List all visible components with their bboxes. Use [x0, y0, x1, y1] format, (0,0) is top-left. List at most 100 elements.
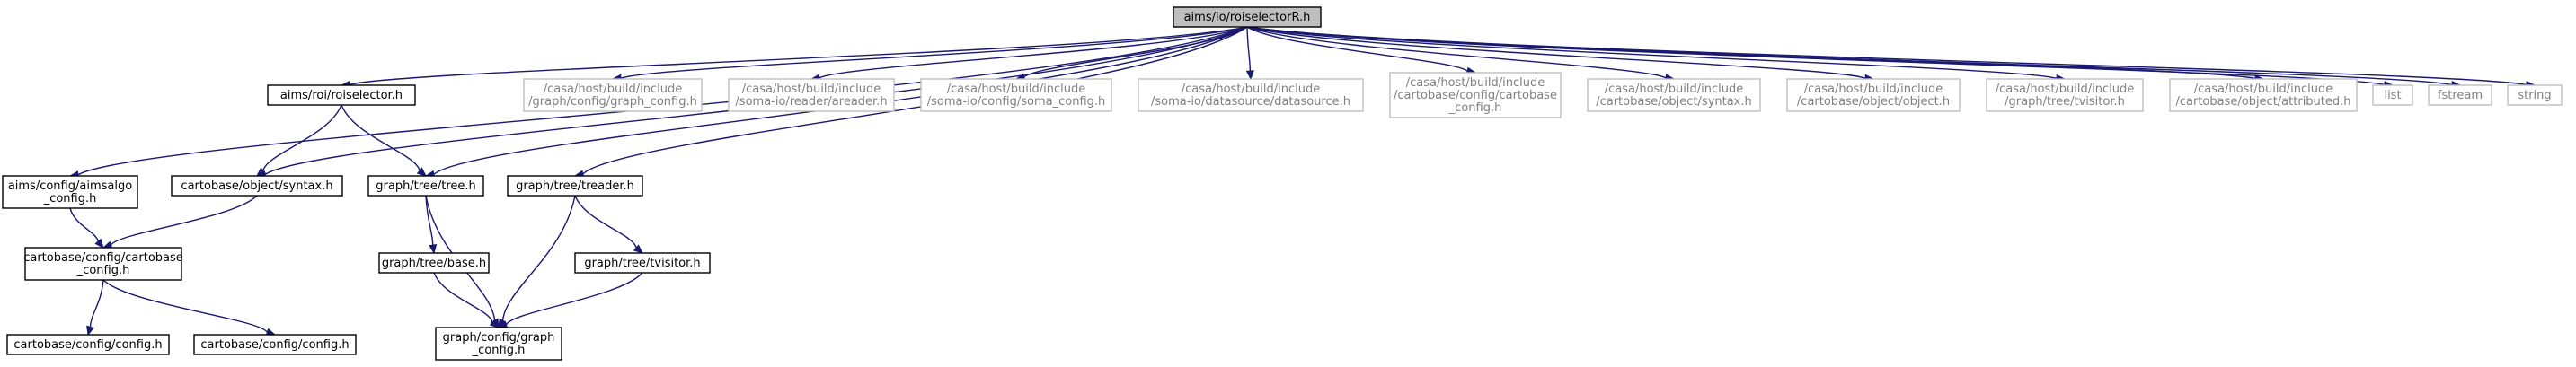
- node-label: string: [2518, 89, 2551, 102]
- edge-line: [501, 195, 576, 321]
- edge-roiselector_h-to-syntax_h: [256, 104, 342, 177]
- node-box: [1138, 78, 1364, 112]
- node-aimsalgo-config[interactable]: aims/config/aimsalgo_config.h: [2, 175, 138, 209]
- edge-line: [264, 26, 1248, 176]
- arrowhead: [633, 244, 643, 254]
- node-graph-config-h[interactable]: graph/config/graph_config.h: [435, 327, 562, 361]
- node-label: /casa/host/build/include: [1182, 83, 1321, 96]
- edge-root-to-ext_datasource: [1245, 26, 1254, 81]
- node-box: [193, 334, 357, 355]
- node-label: /cartobase/object/attributed.h: [2175, 95, 2350, 109]
- node-tree-h[interactable]: graph/tree/tree.h: [367, 175, 484, 197]
- node-box: [378, 252, 490, 274]
- node-ext-object: /casa/host/build/include/cartobase/objec…: [1786, 78, 1961, 112]
- node-label: /casa/host/build/include: [2194, 83, 2333, 96]
- node-ext-areader: /casa/host/build/include/soma-io/reader/…: [728, 78, 895, 112]
- nodes-layer: aims/io/roiselectorR.h aims/config/aimsal…: [2, 6, 2563, 361]
- node-ext-tvisitor: /casa/host/build/include/graph/tree/tvis…: [1986, 78, 2144, 112]
- node-treader-h[interactable]: graph/tree/treader.h: [507, 175, 643, 197]
- edge-line: [341, 104, 420, 171]
- edge-cartobase_config_h-to-config_h_a: [86, 279, 104, 336]
- node-config-h-a[interactable]: cartobase/config/config.h: [6, 334, 170, 355]
- edge-line: [1246, 26, 1866, 79]
- node-root[interactable]: aims/io/roiselectorR.h: [1173, 6, 1322, 28]
- node-box: [507, 175, 643, 197]
- arrowhead: [256, 167, 267, 177]
- node-label: /casa/host/build/include: [947, 83, 1086, 96]
- node-label: list: [2384, 89, 2401, 102]
- edge-line: [819, 26, 1248, 79]
- edge-line: [1246, 26, 2058, 80]
- node-string: string: [2507, 84, 2563, 106]
- node-label: /graph/tree/tvisitor.h: [2005, 95, 2125, 109]
- node-label: graph/config/graph: [443, 331, 555, 345]
- edge-line: [1246, 26, 1468, 72]
- node-label: graph/tree/tvisitor.h: [584, 257, 700, 270]
- node-syntax-h[interactable]: cartobase/object/syntax.h: [171, 175, 343, 197]
- edge-root-to-ext_graph_config: [611, 26, 1248, 83]
- node-box: [171, 175, 343, 197]
- node-box: [2, 175, 138, 209]
- node-label: /graph/config/graph_config.h: [528, 95, 697, 109]
- edge-tvisitor_h-to-graph_config_h: [497, 272, 643, 328]
- node-tvisitor-h[interactable]: graph/tree/tvisitor.h: [574, 252, 711, 274]
- node-roiselector-h[interactable]: aims/roi/roiselector.h: [267, 84, 416, 106]
- edge-treader_h-to-graph_config_h: [498, 195, 576, 329]
- node-box: [1389, 72, 1562, 118]
- arrowhead: [86, 325, 94, 336]
- node-box: [574, 252, 711, 274]
- edge-line: [69, 207, 99, 242]
- node-label: graph/tree/tree.h: [376, 179, 476, 193]
- node-label: /casa/host/build/include: [1996, 83, 2135, 96]
- node-ext-syntax: /casa/host/build/include/cartobase/objec…: [1587, 78, 1761, 112]
- node-label: cartobase/config/config.h: [13, 338, 162, 352]
- node-label: _config.h: [43, 192, 97, 205]
- node-box: [1587, 78, 1761, 112]
- node-box: [2372, 84, 2413, 106]
- node-label: graph/tree/treader.h: [516, 179, 634, 193]
- edge-treader_h-to-tvisitor_h: [574, 195, 643, 254]
- arrowhead: [429, 243, 438, 255]
- node-label: /soma-io/reader/areader.h: [735, 95, 887, 109]
- node-label: /soma-io/config/soma_config.h: [927, 95, 1106, 109]
- node-label: /cartobase/object/syntax.h: [1596, 95, 1752, 109]
- node-box: [920, 78, 1112, 112]
- node-box: [1986, 78, 2144, 112]
- edge-line: [1246, 26, 1667, 79]
- node-label: /casa/host/build/include: [1605, 83, 1744, 96]
- edge-line: [1246, 26, 2256, 80]
- node-list: list: [2372, 84, 2413, 106]
- arrowhead: [489, 319, 500, 328]
- node-config-h-b[interactable]: cartobase/config/config.h: [193, 334, 357, 355]
- node-label: cartobase/config/config.h: [200, 338, 349, 352]
- node-label: _config.h: [1448, 101, 1502, 115]
- node-label: _config.h: [472, 344, 526, 357]
- node-ext-datasource: /casa/host/build/include/soma-io/datasou…: [1138, 78, 1364, 112]
- node-label: aims/config/aimsalgo: [8, 179, 132, 193]
- node-label: aims/io/roiselectorR.h: [1184, 11, 1311, 24]
- node-box: [2507, 84, 2563, 106]
- node-box: [2169, 78, 2358, 112]
- node-cartobase-config-h[interactable]: cartobase/config/cartobase_config.h: [23, 247, 183, 281]
- node-box: [6, 334, 170, 355]
- node-ext-graph-config: /casa/host/build/include/graph/config/gr…: [523, 78, 703, 112]
- arrowhead: [416, 167, 427, 177]
- node-ext-soma-config: /casa/host/build/include/soma-io/config/…: [920, 78, 1112, 112]
- edge-line: [1246, 26, 1252, 72]
- node-box: [267, 84, 416, 106]
- node-box: [1173, 6, 1322, 28]
- node-box: [367, 175, 484, 197]
- edge-line: [110, 195, 258, 246]
- edge-line: [433, 272, 493, 323]
- edge-line: [262, 104, 342, 171]
- edge-roiselector_h-to-tree_h: [341, 104, 427, 177]
- node-label: /casa/host/build/include: [1804, 83, 1943, 96]
- node-base-h[interactable]: graph/tree/base.h: [378, 252, 490, 274]
- node-label: /soma-io/datasource/datasource.h: [1151, 95, 1350, 109]
- edge-cartobase_config_h-to-config_h_b: [102, 279, 277, 336]
- node-box: [24, 247, 182, 281]
- edge-line: [77, 26, 1248, 176]
- edge-line: [425, 195, 434, 246]
- edge-root-to-ext_cartobase_config: [1246, 26, 1477, 75]
- edges-layer: [68, 26, 2536, 336]
